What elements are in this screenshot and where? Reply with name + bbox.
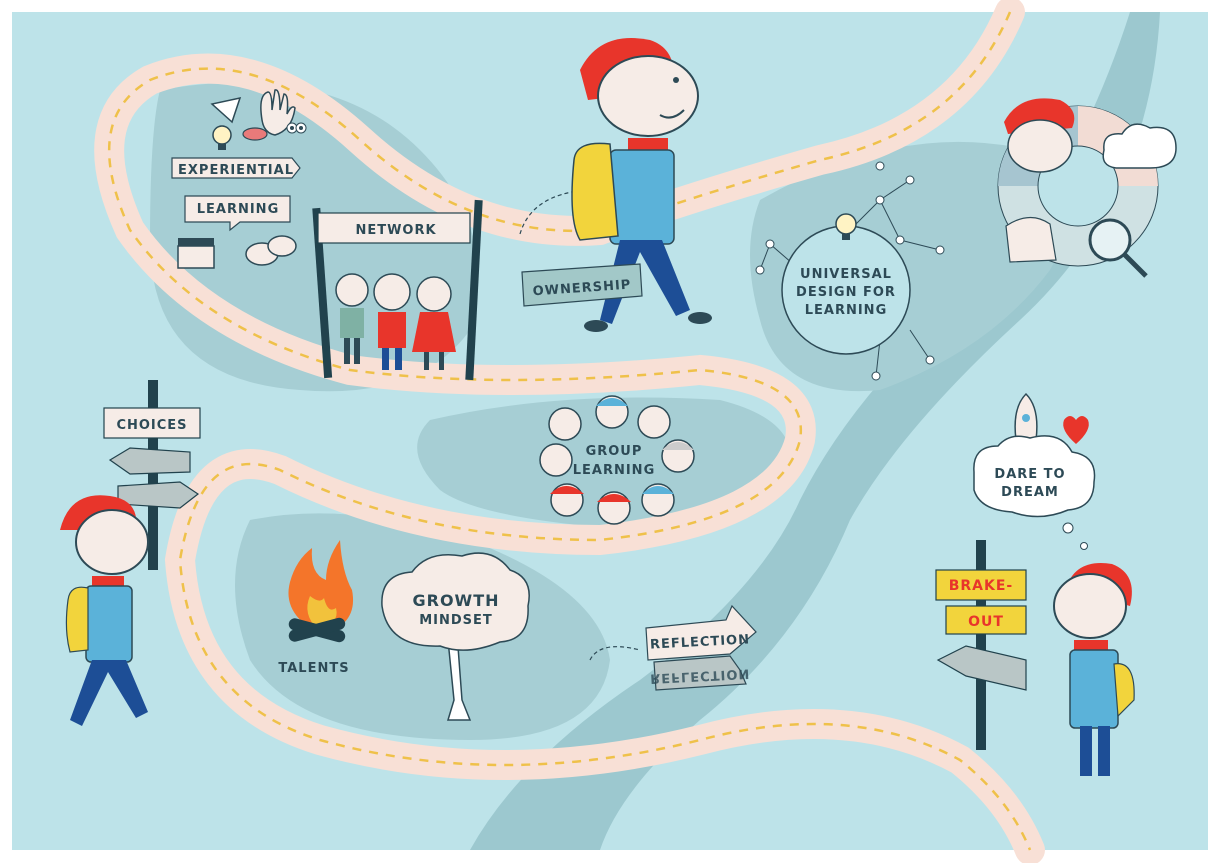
- arrow-left: [108, 447, 191, 475]
- brakeout-signpost: BRAKE- OUT: [935, 540, 1027, 750]
- arrow-left: [936, 645, 1027, 691]
- lightbulb-icon: [212, 125, 232, 150]
- experiential-learning-group: EXPERIENTIAL LEARNING: [171, 89, 307, 269]
- lightbulb-icon: [835, 213, 857, 240]
- ownership-text: OWNERSHIP: [532, 278, 632, 300]
- network-sign: [317, 212, 471, 244]
- speech-bubbles-icon: [245, 235, 297, 266]
- cloud-icon: [1102, 123, 1177, 169]
- brakeout-text-2: OUT: [968, 614, 1004, 630]
- experiential-text-1: EXPERIENTIAL: [178, 163, 294, 178]
- three-kids: [335, 273, 456, 370]
- growth-text-1: GROWTH: [412, 591, 499, 610]
- group-text-2: LEARNING: [573, 463, 656, 478]
- group-text-1: GROUP: [586, 444, 643, 459]
- rocket-icon: [1014, 392, 1038, 441]
- udl-network-lines: [755, 161, 945, 381]
- heart-icon: [1063, 416, 1089, 444]
- growth-ring: [997, 98, 1177, 278]
- network-text: NETWORK: [355, 223, 436, 238]
- dare-text-1: DARE TO: [994, 467, 1065, 482]
- dream-cloud: [973, 435, 1096, 518]
- walking-boy-top: [571, 38, 712, 332]
- group-learning: GROUP LEARNING: [539, 395, 695, 525]
- walking-boy-left: [60, 495, 149, 726]
- choices-text: CHOICES: [116, 418, 187, 433]
- reflection-text: REFLECTION: [650, 632, 751, 652]
- magnifier-icon: [1088, 218, 1148, 278]
- brakeout-sign-2: [945, 605, 1027, 635]
- clapperboard-icon: [177, 238, 215, 269]
- experiential-sign-1: [171, 157, 301, 179]
- talents-text: TALENTS: [278, 661, 349, 676]
- udl-text-3: LEARNING: [805, 303, 888, 318]
- backpack: [571, 142, 619, 241]
- experiential-text-2: LEARNING: [197, 202, 280, 217]
- paper-plane-icon: [210, 96, 242, 124]
- eyes-icon: [286, 122, 307, 134]
- reflection-mirror-text: REFLECTION: [650, 665, 751, 685]
- hand-icon: [260, 89, 296, 136]
- reflection-sign: [645, 604, 757, 661]
- experiential-sign-2: [184, 195, 291, 232]
- growth-tree: [381, 552, 530, 721]
- brakeout-sign-1: [935, 569, 1027, 601]
- choices-sign: [103, 407, 201, 439]
- winding-road: [94, 0, 1045, 865]
- ownership-sign: [521, 263, 643, 307]
- lips-icon: [242, 127, 268, 141]
- reflection-mirror-sign: [653, 655, 747, 691]
- fire-icon: [288, 540, 354, 643]
- network-group: NETWORK: [312, 199, 483, 381]
- growth-text-2: MINDSET: [419, 613, 493, 628]
- udl-text-2: DESIGN FOR: [796, 285, 896, 300]
- dare-text-2: DREAM: [1001, 485, 1059, 500]
- standing-boy-right: [1053, 563, 1135, 776]
- brakeout-text-1: BRAKE-: [949, 578, 1014, 594]
- choices-signpost: CHOICES: [103, 380, 201, 570]
- udl-text-1: UNIVERSAL: [800, 267, 892, 282]
- island-group: [417, 397, 792, 532]
